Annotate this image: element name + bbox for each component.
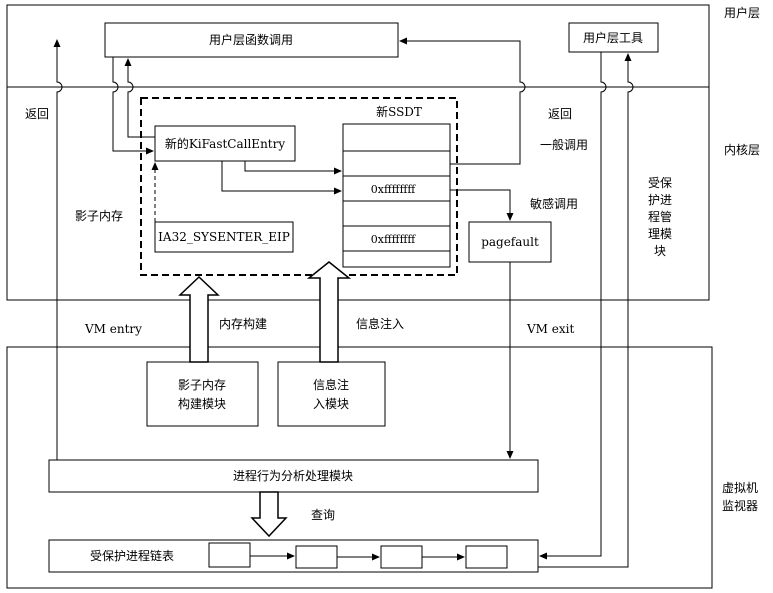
user-tool-down-arrow — [539, 52, 607, 560]
ia32-sysenter-eip-box — [154, 221, 294, 253]
return-right-label: 返回 — [548, 107, 572, 121]
protected-list-label: 受保护进程链表 — [90, 548, 174, 563]
new-kifastcallentry-box — [154, 125, 296, 162]
query-hollow-arrow — [250, 491, 288, 538]
ssdt-entry-2: 0xffffffff — [371, 233, 417, 246]
kifastcall-to-ssdt-sensitive-arrow — [221, 161, 342, 195]
user-tool-box — [568, 22, 659, 53]
protected-mgmt-label-2: 护进 — [648, 193, 672, 207]
memory-build-label: 内存构建 — [219, 316, 267, 331]
user-tool-up-arrow — [538, 53, 634, 568]
user-func-call-box — [104, 22, 399, 58]
shadow-mem-module-box — [146, 361, 259, 427]
info-inject-module-label-1: 信息注 — [313, 377, 349, 392]
vm-entry-label: VM entry — [84, 322, 142, 336]
process-analysis-label: 进程行为分析处理模块 — [233, 468, 353, 483]
user-to-kifastcall-arrow — [112, 57, 154, 155]
pagefault-box — [468, 221, 552, 263]
new-ssdt-table — [342, 123, 451, 268]
kifastcall-to-ssdt-arrow — [244, 161, 342, 175]
shadow-mem-module-label-1: 影子内存 — [178, 378, 226, 392]
info-inject-label: 信息注入 — [356, 316, 404, 331]
normal-call-label: 一般调用 — [540, 137, 588, 152]
protected-mgmt-label-4: 理模 — [648, 227, 672, 241]
vmm-frame — [6, 346, 713, 589]
info-inject-module-box — [277, 361, 386, 427]
new-ssdt-title: 新SSDT — [376, 104, 422, 119]
list-node — [465, 545, 508, 569]
sensitive-call-arrow — [450, 189, 514, 221]
new-kifastcallentry-label: 新的KiFastCallEntry — [165, 136, 286, 151]
user-func-call-label: 用户层函数调用 — [209, 32, 293, 47]
info-inject-hollow-arrow — [306, 261, 352, 363]
protected-mgmt-label-3: 程管 — [648, 209, 672, 224]
user-tool-label: 用户层工具 — [583, 30, 643, 45]
protected-mgmt-label-1: 受保 — [648, 176, 672, 190]
return-left-arrow — [53, 39, 63, 460]
query-label: 查询 — [311, 508, 335, 522]
pagefault-label: pagefault — [481, 235, 539, 249]
ssdt-entry-1: 0xffffffff — [371, 183, 417, 196]
list-node — [208, 542, 251, 568]
shadow-memory-label: 影子内存 — [75, 209, 123, 223]
normal-call-return-arrow — [399, 37, 526, 165]
layer-label-user: 用户层 — [724, 5, 760, 20]
process-analysis-box — [48, 459, 539, 493]
layer-label-vmm-1: 虚拟机 — [722, 481, 758, 495]
list-node — [380, 545, 423, 569]
protected-mgmt-label-5: 块 — [654, 244, 666, 258]
upper-frame — [6, 4, 710, 301]
memory-build-hollow-arrow — [178, 275, 220, 363]
layer-label-kernel: 内核层 — [724, 143, 760, 157]
kifastcall-return-arrow — [124, 58, 155, 138]
sensitive-call-label: 敏感调用 — [530, 196, 578, 211]
return-left-label: 返回 — [25, 107, 49, 121]
ia32-sysenter-eip-label: IA32_SYSENTER_EIP — [158, 230, 290, 244]
list-node — [295, 545, 338, 569]
shadow-mem-module-label-2: 构建模块 — [178, 396, 226, 411]
shadow-memory-region — [140, 97, 458, 276]
vm-exit-label: VM exit — [526, 322, 574, 336]
layer-label-vmm-2: 监视器 — [722, 498, 758, 513]
info-inject-module-label-2: 入模块 — [313, 397, 349, 411]
